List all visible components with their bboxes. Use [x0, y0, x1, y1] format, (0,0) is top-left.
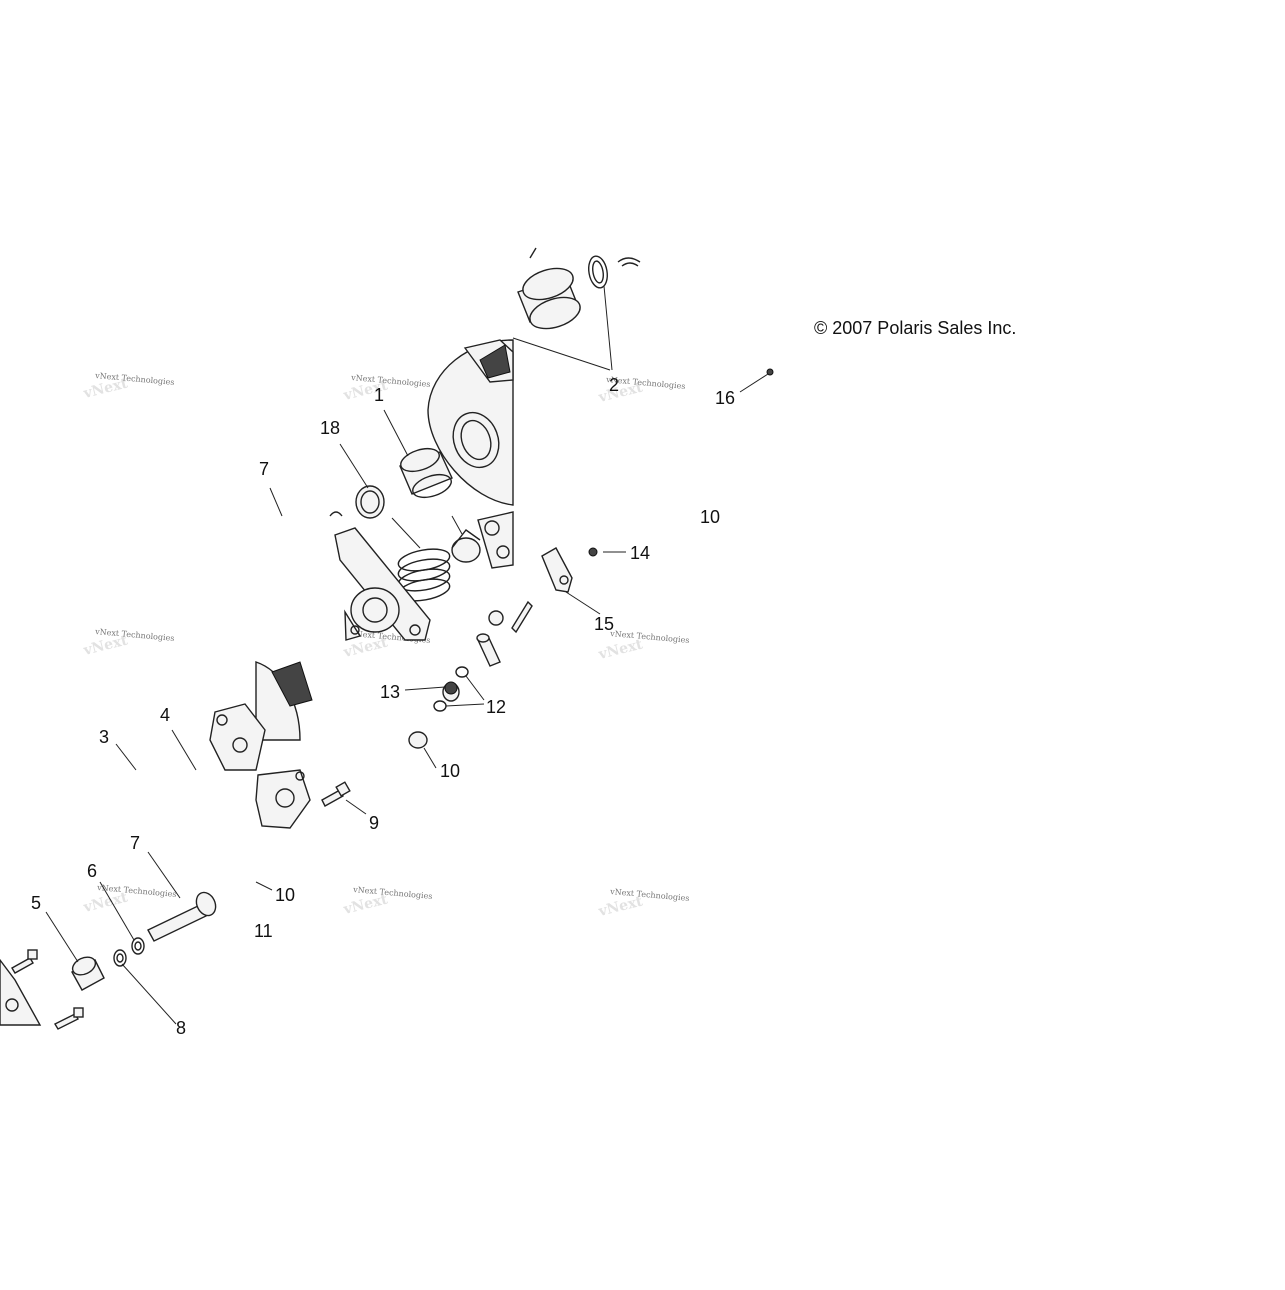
callout-12: 12	[486, 697, 506, 717]
roller-arm	[334, 527, 431, 641]
bushing-5	[71, 956, 105, 991]
watermarks: vNext Technologies vNext Technologies vN…	[94, 371, 690, 903]
callout-10-mid: 10	[440, 761, 460, 781]
spring-bushing	[451, 529, 481, 563]
top-ring	[588, 255, 608, 289]
callout-labels: 1 2 3 4 5 6 7 7 8 9 10 10 10 11 12 13 14…	[31, 375, 735, 1038]
svg-text:vNext: vNext	[596, 636, 645, 663]
bolt-7	[147, 891, 217, 942]
callout-18: 18	[320, 418, 340, 438]
copyright-notice: © 2007 Polaris Sales Inc.	[814, 318, 1017, 338]
callout-8: 8	[176, 1018, 186, 1038]
spring	[397, 548, 451, 602]
bushing-1	[399, 447, 453, 499]
callout-10-right: 10	[700, 507, 720, 527]
callout-15: 15	[594, 614, 614, 634]
leader-lines	[45, 285, 769, 1025]
spider-hub	[477, 511, 514, 569]
callout-7-lower: 7	[130, 833, 140, 853]
callout-10-lower: 10	[275, 885, 295, 905]
roller-13	[442, 681, 460, 702]
callout-14: 14	[630, 543, 650, 563]
callout-16: 16	[715, 388, 735, 408]
screw-16	[766, 368, 774, 376]
cover-plate-4	[209, 703, 266, 771]
seal-ring-18	[329, 485, 385, 519]
callout-5: 5	[31, 893, 41, 913]
weight-15	[541, 547, 573, 593]
bolt-9	[321, 781, 351, 807]
pin-11	[488, 600, 533, 634]
callout-4: 4	[160, 705, 170, 725]
sheave-assembly	[427, 339, 514, 506]
housing-lower-left	[0, 958, 42, 1026]
cap-8	[408, 731, 428, 749]
sheave-lower	[255, 661, 313, 741]
callout-11: 11	[254, 921, 273, 941]
washer-6	[113, 937, 145, 967]
callout-13: 13	[380, 682, 400, 702]
callout-9: 9	[369, 813, 379, 833]
callout-1: 1	[374, 385, 384, 405]
bolts-lower-left	[11, 949, 84, 1030]
roller-pin	[476, 633, 501, 667]
top-bushing	[517, 247, 581, 330]
top-cap	[617, 257, 641, 267]
callout-2: 2	[609, 375, 619, 395]
callout-6: 6	[87, 861, 97, 881]
cover-plate-lower	[255, 769, 311, 829]
callout-3: 3	[99, 727, 109, 747]
watermark-ghosts: vNext vNext vNext vNext vNext vNext vNex…	[81, 375, 645, 920]
nut-14	[588, 547, 598, 557]
callout-7-upper: 7	[259, 459, 269, 479]
